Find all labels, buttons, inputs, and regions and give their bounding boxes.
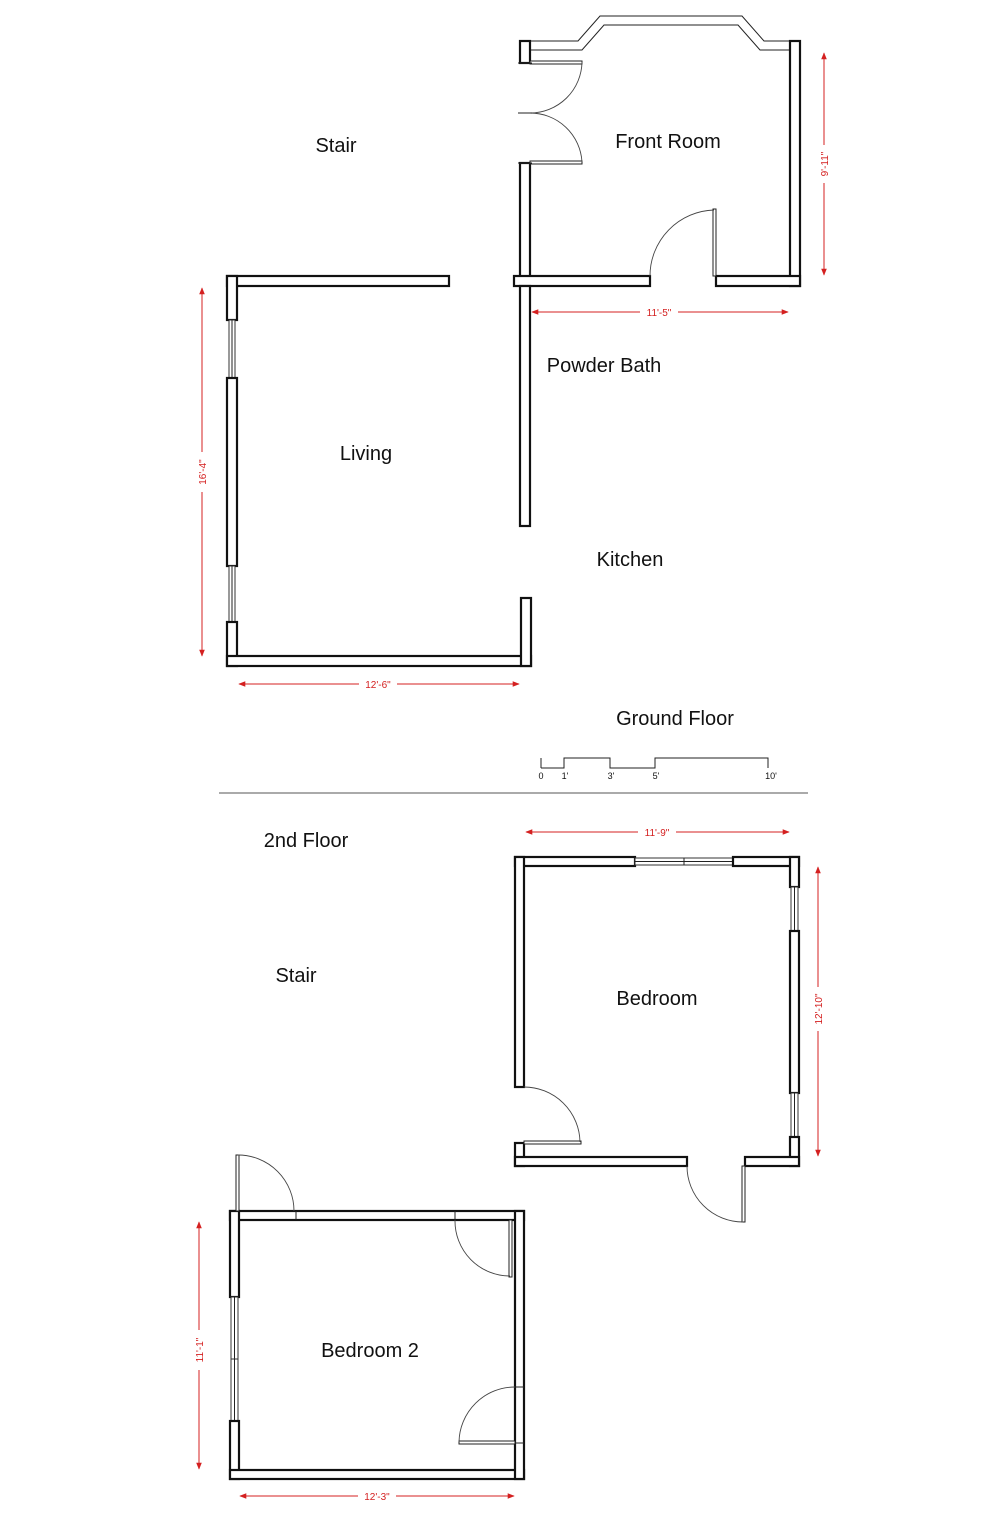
entry-door-leaf-top xyxy=(529,60,583,65)
bedroom2-closet-door-leaf xyxy=(508,1219,513,1278)
second-floor-plan: 11'-9" 12'-10" 11'-1" 12'-3" 2nd Floor S… xyxy=(189,826,828,1503)
front-room-bay-inner xyxy=(530,24,790,51)
front-room-left-wall-bottom xyxy=(518,161,532,288)
bedroom2-top-door-leaf xyxy=(235,1154,240,1212)
room-label-kitchen: Kitchen xyxy=(597,549,664,571)
bedroom-bottom-door-leaf xyxy=(741,1165,746,1223)
dimension-label-mask xyxy=(189,1330,209,1370)
scale-bar-line xyxy=(540,757,769,769)
scale-tick-3: 3' xyxy=(608,771,615,781)
front-room-bottom-wall-left xyxy=(512,274,652,288)
dimension-label-mask xyxy=(358,1490,396,1502)
entry-door-swing-top xyxy=(529,61,583,114)
room-label-front-room: Front Room xyxy=(615,131,721,153)
front-room-inner-door xyxy=(649,208,717,277)
room-label-bedroom: Bedroom xyxy=(616,988,697,1010)
front-room-bottom-wall-right xyxy=(714,274,802,288)
powder-bath-partition-wall xyxy=(518,284,532,528)
bedroom2-right-wall xyxy=(513,1209,526,1481)
dimension-label-mask xyxy=(814,145,834,183)
bedroom-2-doors xyxy=(235,1154,516,1445)
front-room-width-label: 11'-5" xyxy=(647,308,672,319)
room-label-living: Living xyxy=(340,443,392,465)
room-label-stair-second: Stair xyxy=(275,965,316,987)
room-label-bedroom-2: Bedroom 2 xyxy=(321,1340,419,1362)
room-label-powder-bath: Powder Bath xyxy=(547,355,662,377)
ground-floor-plan: 9'-11" 11'-5" 16'-4" 12'-6" Stair Front … xyxy=(192,15,834,730)
living-width-label: 12'-6" xyxy=(365,680,391,691)
floor-title-second: 2nd Floor xyxy=(264,830,349,852)
living-bottom-wall xyxy=(225,654,533,668)
bedroom-bottom-wall-right xyxy=(743,1155,801,1168)
floor-title-ground: Ground Floor xyxy=(616,708,734,730)
bedroom2-top-door-swing xyxy=(237,1154,295,1212)
bedroom2-top-wall xyxy=(228,1209,526,1222)
bedroom-right-wall-middle xyxy=(788,929,801,1095)
scale-tick-0: 0 xyxy=(538,771,543,781)
room-label-stair-ground: Stair xyxy=(315,135,356,157)
bedroom-right-wall-top xyxy=(788,855,801,889)
dimension-label-mask xyxy=(640,306,678,318)
living-right-wall-stub xyxy=(519,596,533,668)
front-room-left-wall-top xyxy=(518,39,532,65)
living-walls xyxy=(225,274,533,668)
front-room-bay-outer xyxy=(520,15,800,42)
dimension-label-mask xyxy=(638,826,676,838)
bedroom-top-wall-left xyxy=(513,855,637,868)
bedroom-bottom-door-swing xyxy=(686,1165,744,1223)
living-height-label: 16'-4" xyxy=(198,459,209,485)
ground-floor-dimensions: 9'-11" 11'-5" 16'-4" 12'-6" xyxy=(192,52,834,691)
bedroom2-left-wall-top xyxy=(228,1209,241,1299)
inner-door-leaf xyxy=(712,208,717,277)
bedroom-walls xyxy=(513,855,801,1168)
bedroom-left-wall-upper xyxy=(513,855,526,1089)
bedroom2-bottom-wall xyxy=(228,1468,526,1481)
entry-door-swing-bottom xyxy=(529,112,583,163)
bedroom-bottom-wall-left xyxy=(513,1155,689,1168)
front-room-right-wall xyxy=(788,39,802,288)
second-floor-dimensions: 11'-9" 12'-10" 11'-1" 12'-3" xyxy=(189,826,828,1503)
bedroom-width-label: 11'-9" xyxy=(645,828,670,839)
bedroom-2-walls xyxy=(228,1209,526,1481)
bedroom2-closet-door-swing xyxy=(454,1219,511,1277)
dimension-label-mask xyxy=(808,987,828,1031)
bedroom-doors xyxy=(523,1086,746,1223)
scale-tick-1: 1' xyxy=(562,771,569,781)
bedroom2-lower-door-leaf xyxy=(458,1440,516,1445)
dimension-label-mask xyxy=(359,678,397,690)
living-left-wall-top xyxy=(225,274,239,322)
entry-door-leaf-bottom xyxy=(529,160,583,165)
bedroom2-lower-door-swing xyxy=(458,1386,516,1443)
bedroom-left-door-leaf xyxy=(523,1140,582,1145)
bedroom2-height-label: 11'-1" xyxy=(195,1337,206,1362)
bedroom2-width-label: 12'-3" xyxy=(364,1492,390,1503)
front-room-entry-doors xyxy=(518,60,583,165)
inner-door-swing xyxy=(649,209,715,277)
bedroom-left-door-swing xyxy=(523,1086,581,1143)
front-room-height-label: 9'-11" xyxy=(820,151,831,176)
bedroom-height-label: 12'-10" xyxy=(814,993,825,1024)
living-top-wall xyxy=(225,274,451,288)
scale-tick-10: 10' xyxy=(765,771,777,781)
scale-tick-5: 5' xyxy=(653,771,660,781)
living-left-wall-middle xyxy=(225,376,239,568)
dimension-label-mask xyxy=(192,452,212,492)
scale-bar: 0 1' 3' 5' 10' xyxy=(538,757,777,781)
